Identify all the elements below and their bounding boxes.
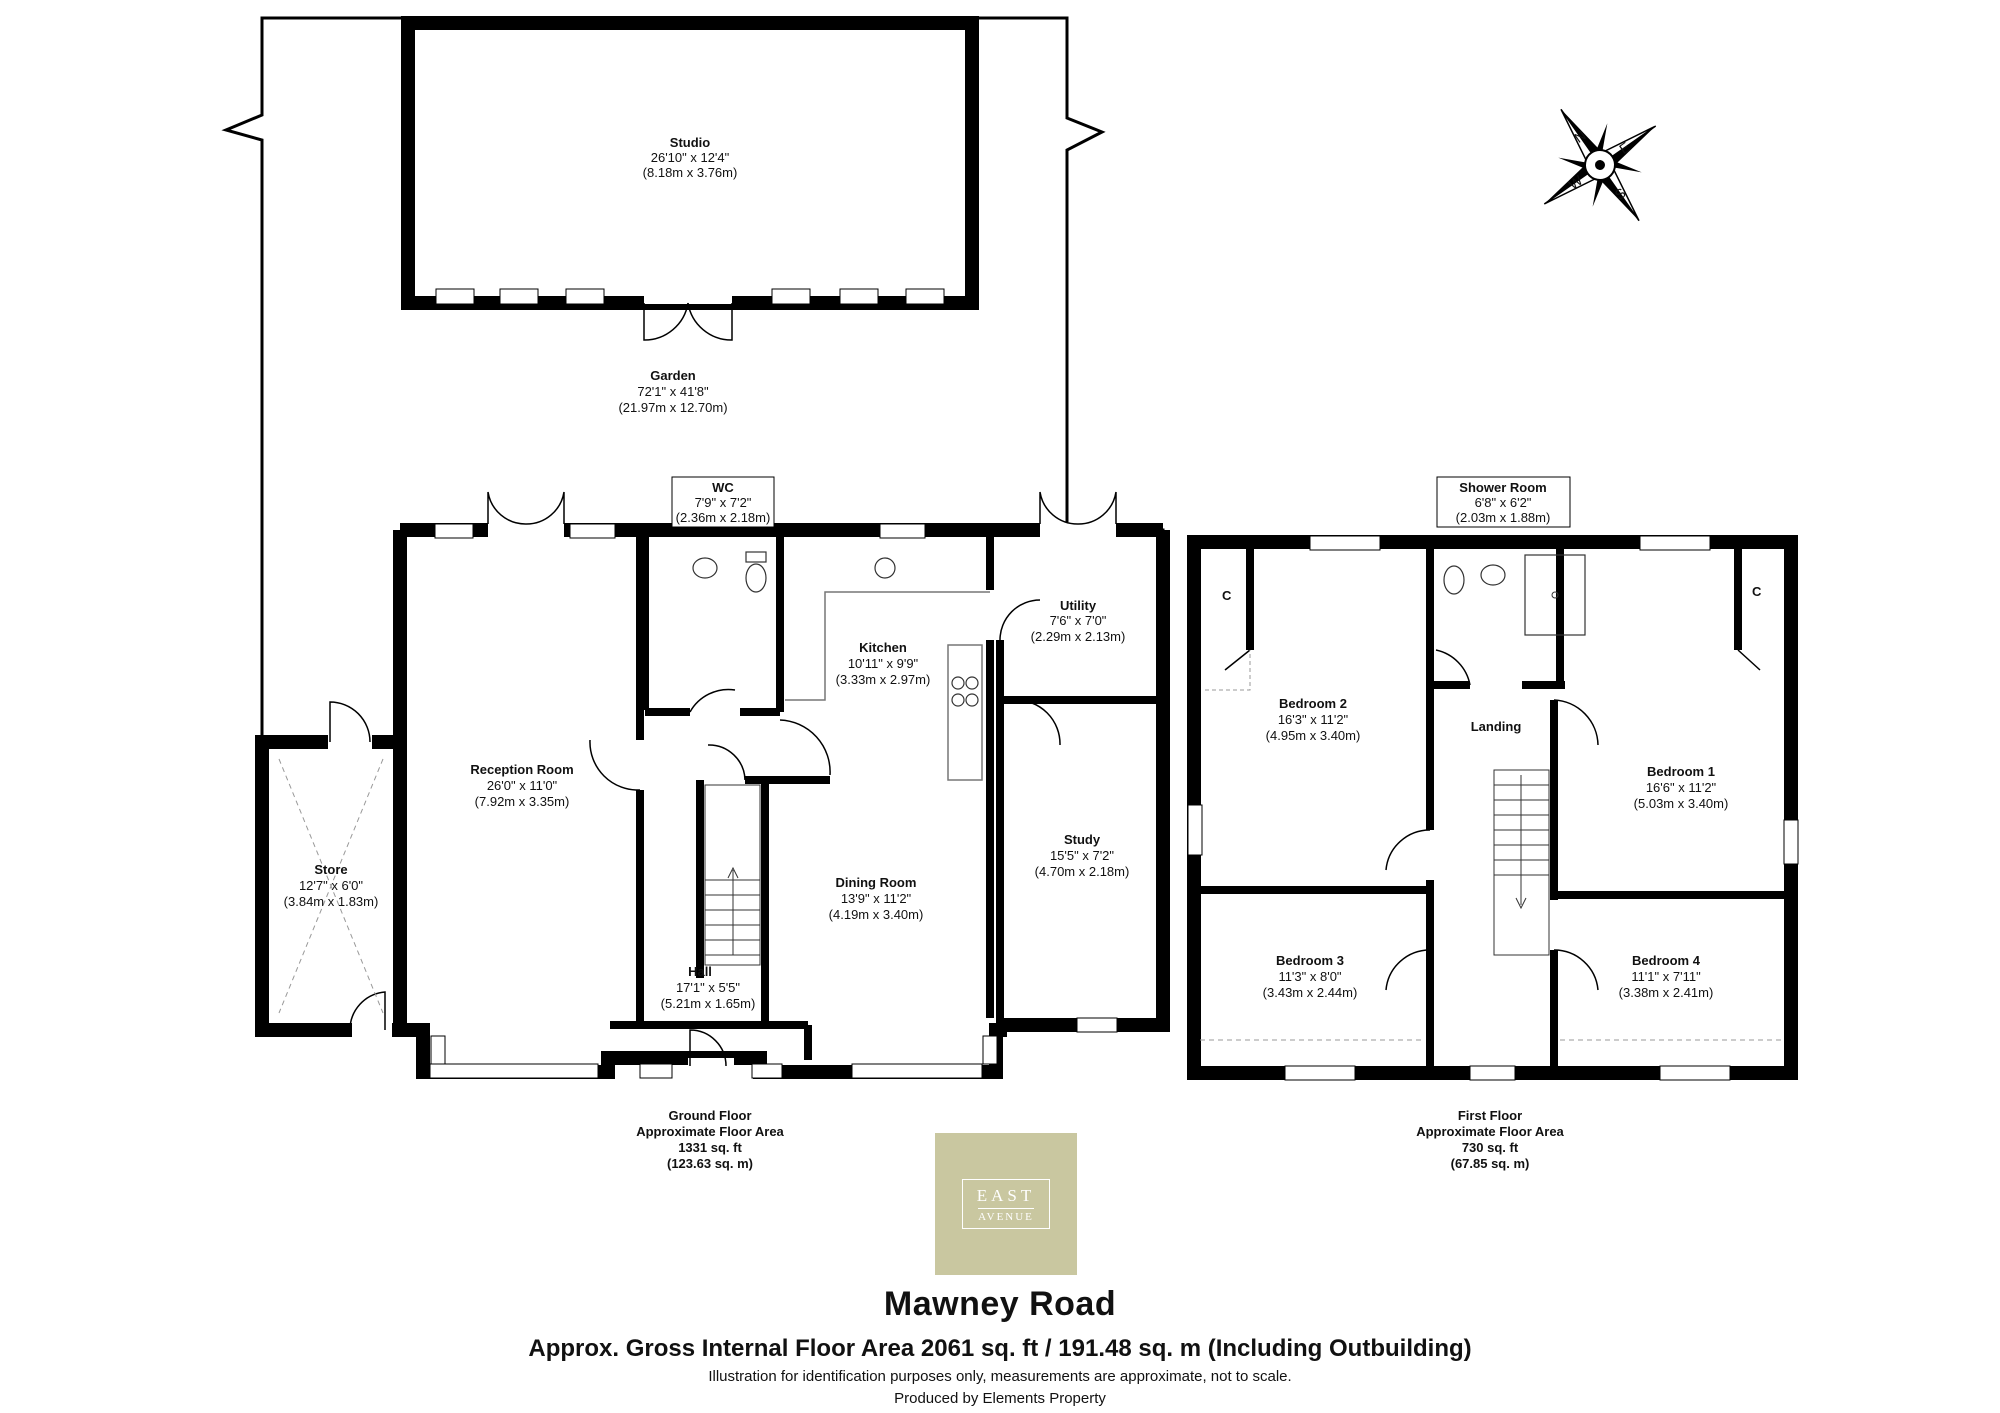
svg-text:Garden: Garden bbox=[650, 368, 696, 383]
svg-text:Bedroom 3: Bedroom 3 bbox=[1276, 953, 1344, 968]
svg-text:16'6" x 11'2": 16'6" x 11'2" bbox=[1646, 780, 1717, 795]
room-label-utility: Utility 7'6" x 7'0" (2.29m x 2.13m) bbox=[1031, 598, 1126, 644]
svg-text:(123.63 sq. m): (123.63 sq. m) bbox=[667, 1156, 753, 1171]
room-label-studio: Studio 26'10" x 12'4" (8.18m x 3.76m) bbox=[643, 135, 738, 180]
producer-credit: Produced by Elements Property bbox=[894, 1390, 1106, 1407]
ground-floor-inner-walls bbox=[610, 530, 1163, 1060]
first-floor-inner-walls bbox=[1194, 542, 1791, 1073]
hall-stairs bbox=[704, 784, 761, 966]
room-label-landing: Landing bbox=[1471, 719, 1522, 734]
svg-text:7'9" x 7'2": 7'9" x 7'2" bbox=[695, 495, 752, 510]
svg-text:(2.29m x 2.13m): (2.29m x 2.13m) bbox=[1031, 629, 1126, 644]
svg-text:730 sq. ft: 730 sq. ft bbox=[1462, 1140, 1519, 1155]
svg-text:(67.85 sq. m): (67.85 sq. m) bbox=[1451, 1156, 1530, 1171]
svg-text:Bedroom 4: Bedroom 4 bbox=[1632, 953, 1701, 968]
svg-text:Reception Room: Reception Room bbox=[470, 762, 573, 777]
wc-label-box bbox=[671, 476, 775, 528]
svg-text:15'5" x 7'2": 15'5" x 7'2" bbox=[1050, 848, 1114, 863]
room-label-wc: WC 7'9" x 7'2" (2.36m x 2.18m) bbox=[676, 480, 771, 525]
svg-text:1331 sq. ft: 1331 sq. ft bbox=[678, 1140, 742, 1155]
svg-text:6'8" x 6'2": 6'8" x 6'2" bbox=[1475, 495, 1532, 510]
svg-text:(4.95m x 3.40m): (4.95m x 3.40m) bbox=[1266, 728, 1361, 743]
room-label-kitchen: Kitchen 10'11" x 9'9" (3.33m x 2.97m) bbox=[836, 640, 931, 687]
svg-text:26'0" x 11'0": 26'0" x 11'0" bbox=[487, 778, 558, 793]
east-avenue-logo: EAST AVENUE bbox=[935, 1133, 1077, 1275]
svg-text:Kitchen: Kitchen bbox=[859, 640, 907, 655]
svg-text:7'6" x 7'0": 7'6" x 7'0" bbox=[1050, 613, 1107, 628]
svg-text:Approximate Floor Area: Approximate Floor Area bbox=[636, 1124, 784, 1139]
svg-text:Landing: Landing bbox=[1471, 719, 1522, 734]
svg-text:Approximate Floor Area: Approximate Floor Area bbox=[1416, 1124, 1564, 1139]
svg-text:WC: WC bbox=[712, 480, 734, 495]
ground-floor-openings bbox=[278, 491, 1118, 1079]
svg-text:(2.36m x 2.18m): (2.36m x 2.18m) bbox=[676, 510, 771, 525]
landing-stairs bbox=[1493, 769, 1550, 956]
room-label-study: Study 15'5" x 7'2" (4.70m x 2.18m) bbox=[1035, 832, 1130, 879]
property-title: Mawney Road bbox=[883, 1285, 1117, 1323]
cupboard-label-left: C bbox=[1222, 588, 1232, 603]
svg-text:Study: Study bbox=[1064, 832, 1101, 847]
room-label-shower: Shower Room 6'8" x 6'2" (2.03m x 1.88m) bbox=[1456, 480, 1551, 525]
disclaimer: Illustration for identification purposes… bbox=[708, 1368, 1292, 1385]
svg-text:Hall: Hall bbox=[688, 964, 712, 979]
svg-text:10'11" x 9'9": 10'11" x 9'9" bbox=[848, 656, 919, 671]
svg-text:Studio: Studio bbox=[670, 135, 710, 150]
room-label-hall: Hall 17'1" x 5'5" (5.21m x 1.65m) bbox=[661, 964, 756, 1011]
svg-text:(21.97m x 12.70m): (21.97m x 12.70m) bbox=[618, 400, 727, 415]
svg-text:16'3" x 11'2": 16'3" x 11'2" bbox=[1278, 712, 1349, 727]
svg-text:11'3" x 8'0": 11'3" x 8'0" bbox=[1278, 969, 1341, 984]
svg-text:(3.43m x 2.44m): (3.43m x 2.44m) bbox=[1263, 985, 1358, 1000]
svg-text:(3.33m x 2.97m): (3.33m x 2.97m) bbox=[836, 672, 931, 687]
room-label-store: Store 12'7" x 6'0" (3.84m x 1.83m) bbox=[284, 862, 379, 909]
svg-text:26'10" x 12'4": 26'10" x 12'4" bbox=[651, 150, 730, 165]
cupboard-label-right: C bbox=[1752, 584, 1762, 599]
svg-text:12'7" x 6'0": 12'7" x 6'0" bbox=[299, 878, 363, 893]
compass-rose-icon: N E S W bbox=[1543, 108, 1657, 222]
ground-floor-caption: Ground Floor Approximate Floor Area 1331… bbox=[636, 1108, 784, 1171]
studio-building bbox=[401, 16, 979, 341]
svg-text:(4.70m x 2.18m): (4.70m x 2.18m) bbox=[1035, 864, 1130, 879]
room-label-dining: Dining Room 13'9" x 11'2" (4.19m x 3.40m… bbox=[829, 875, 924, 922]
gross-area: Approx. Gross Internal Floor Area 2061 s… bbox=[528, 1335, 1472, 1362]
svg-text:(4.19m x 3.40m): (4.19m x 3.40m) bbox=[829, 907, 924, 922]
svg-text:(3.38m x 2.41m): (3.38m x 2.41m) bbox=[1619, 985, 1714, 1000]
svg-text:(2.03m x 1.88m): (2.03m x 1.88m) bbox=[1456, 510, 1551, 525]
svg-text:Bedroom 1: Bedroom 1 bbox=[1647, 764, 1715, 779]
svg-text:13'9" x 11'2": 13'9" x 11'2" bbox=[841, 891, 912, 906]
svg-text:Dining Room: Dining Room bbox=[836, 875, 917, 890]
logo-line-1: EAST bbox=[976, 1185, 1036, 1205]
svg-text:Bedroom 2: Bedroom 2 bbox=[1279, 696, 1347, 711]
svg-text:(7.92m x 3.35m): (7.92m x 3.35m) bbox=[475, 794, 570, 809]
room-label-bedroom1: Bedroom 1 16'6" x 11'2" (5.03m x 3.40m) bbox=[1634, 764, 1729, 811]
svg-text:(5.03m x 3.40m): (5.03m x 3.40m) bbox=[1634, 796, 1729, 811]
room-label-bedroom4: Bedroom 4 11'1" x 7'11" (3.38m x 2.41m) bbox=[1619, 953, 1714, 1000]
svg-text:(5.21m x 1.65m): (5.21m x 1.65m) bbox=[661, 996, 756, 1011]
room-label-bedroom2: Bedroom 2 16'3" x 11'2" (4.95m x 3.40m) bbox=[1266, 696, 1361, 743]
svg-text:(8.18m x 3.76m): (8.18m x 3.76m) bbox=[643, 165, 738, 180]
svg-text:Shower Room: Shower Room bbox=[1459, 480, 1546, 495]
svg-text:72'1" x 41'8": 72'1" x 41'8" bbox=[637, 384, 709, 399]
first-floor-caption: First Floor Approximate Floor Area 730 s… bbox=[1416, 1108, 1564, 1171]
svg-text:Utility: Utility bbox=[1060, 598, 1097, 613]
room-label-bedroom3: Bedroom 3 11'3" x 8'0" (3.43m x 2.44m) bbox=[1263, 953, 1358, 1000]
svg-text:Store: Store bbox=[314, 862, 347, 877]
svg-text:First Floor: First Floor bbox=[1458, 1108, 1522, 1123]
first-floor-openings bbox=[1187, 535, 1799, 1081]
shower-label-box bbox=[1436, 476, 1571, 528]
logo-line-2: AVENUE bbox=[978, 1207, 1034, 1223]
room-label-garden: Garden 72'1" x 41'8" (21.97m x 12.70m) bbox=[618, 368, 727, 415]
svg-text:11'1" x 7'11": 11'1" x 7'11" bbox=[1631, 969, 1701, 984]
svg-text:17'1" x 5'5": 17'1" x 5'5" bbox=[676, 980, 740, 995]
svg-text:Ground Floor: Ground Floor bbox=[668, 1108, 751, 1123]
room-label-reception: Reception Room 26'0" x 11'0" (7.92m x 3.… bbox=[470, 762, 573, 809]
svg-text:(3.84m x 1.83m): (3.84m x 1.83m) bbox=[284, 894, 379, 909]
